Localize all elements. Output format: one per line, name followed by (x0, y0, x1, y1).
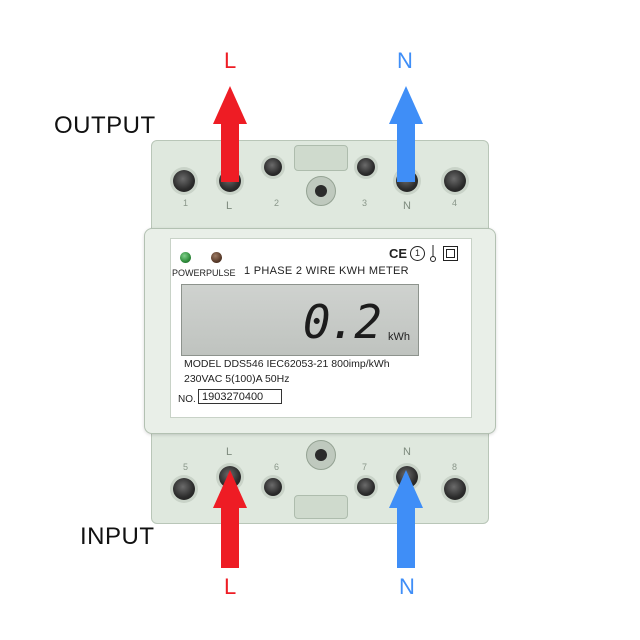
terminal-number: 8 (452, 462, 458, 472)
power-label: POWER (172, 268, 207, 278)
serial-no-label: NO. (178, 394, 196, 405)
neutral-output-arrow-icon (389, 86, 423, 182)
neutral-bottom-label: N (399, 574, 415, 599)
top-mount-hole (306, 176, 336, 206)
output-label: OUTPUT (54, 112, 156, 139)
line-output-arrow-icon (213, 86, 247, 182)
bottom-mount-hole (306, 440, 336, 470)
neutral-top-label: N (397, 48, 413, 73)
line-input-arrow-icon (213, 470, 247, 568)
terminal-screw-10 (357, 478, 375, 496)
top-rail-clip (294, 145, 348, 171)
terminal-number: 1 (183, 198, 189, 208)
pulse-label: PULSE (206, 268, 236, 278)
terminal-letter: N (403, 446, 411, 458)
terminal-number: 7 (362, 462, 368, 472)
terminal-screw-6 (444, 170, 466, 192)
terminal-letter: N (403, 200, 411, 212)
bottom-terminal-block (151, 422, 489, 524)
terminal-screw-12 (444, 478, 466, 500)
terminal-screw-1 (173, 170, 195, 192)
terminal-screw-4 (357, 158, 375, 176)
terminal-screw-7 (173, 478, 195, 500)
serial-number: 1903270400 (198, 389, 282, 404)
terminal-number: 5 (183, 462, 189, 472)
energy-reading: 0.2 (302, 295, 382, 349)
neutral-input-arrow-icon (389, 470, 423, 568)
ce-mark-icon: CE (389, 246, 408, 261)
energy-unit: kWh (388, 331, 410, 343)
meter-title: 1 PHASE 2 WIRE KWH METER (244, 265, 409, 277)
line-top-label: L (224, 48, 237, 73)
input-label: INPUT (80, 523, 155, 550)
terminal-letter: L (226, 446, 233, 458)
lcd-display: 0.2 kWh (181, 284, 419, 356)
terminal-screw-9 (264, 478, 282, 496)
circled-one-icon: 1 (410, 246, 425, 261)
line-bottom-label: L (224, 574, 237, 599)
double-insulation-icon (443, 246, 458, 261)
thermometer-icon (430, 245, 436, 262)
terminal-number: 6 (274, 462, 280, 472)
model-line: MODEL DDS546 IEC62053-21 800imp/kWh (184, 358, 390, 370)
terminal-letter: L (226, 200, 233, 212)
bottom-rail-clip (294, 495, 348, 519)
rating-line: 230VAC 5(100)A 50Hz (184, 373, 290, 385)
power-led-icon (180, 252, 191, 263)
terminal-screw-3 (264, 158, 282, 176)
pulse-led-icon (211, 252, 222, 263)
terminal-number: 3 (362, 198, 368, 208)
terminal-number: 2 (274, 198, 280, 208)
terminal-number: 4 (452, 198, 458, 208)
